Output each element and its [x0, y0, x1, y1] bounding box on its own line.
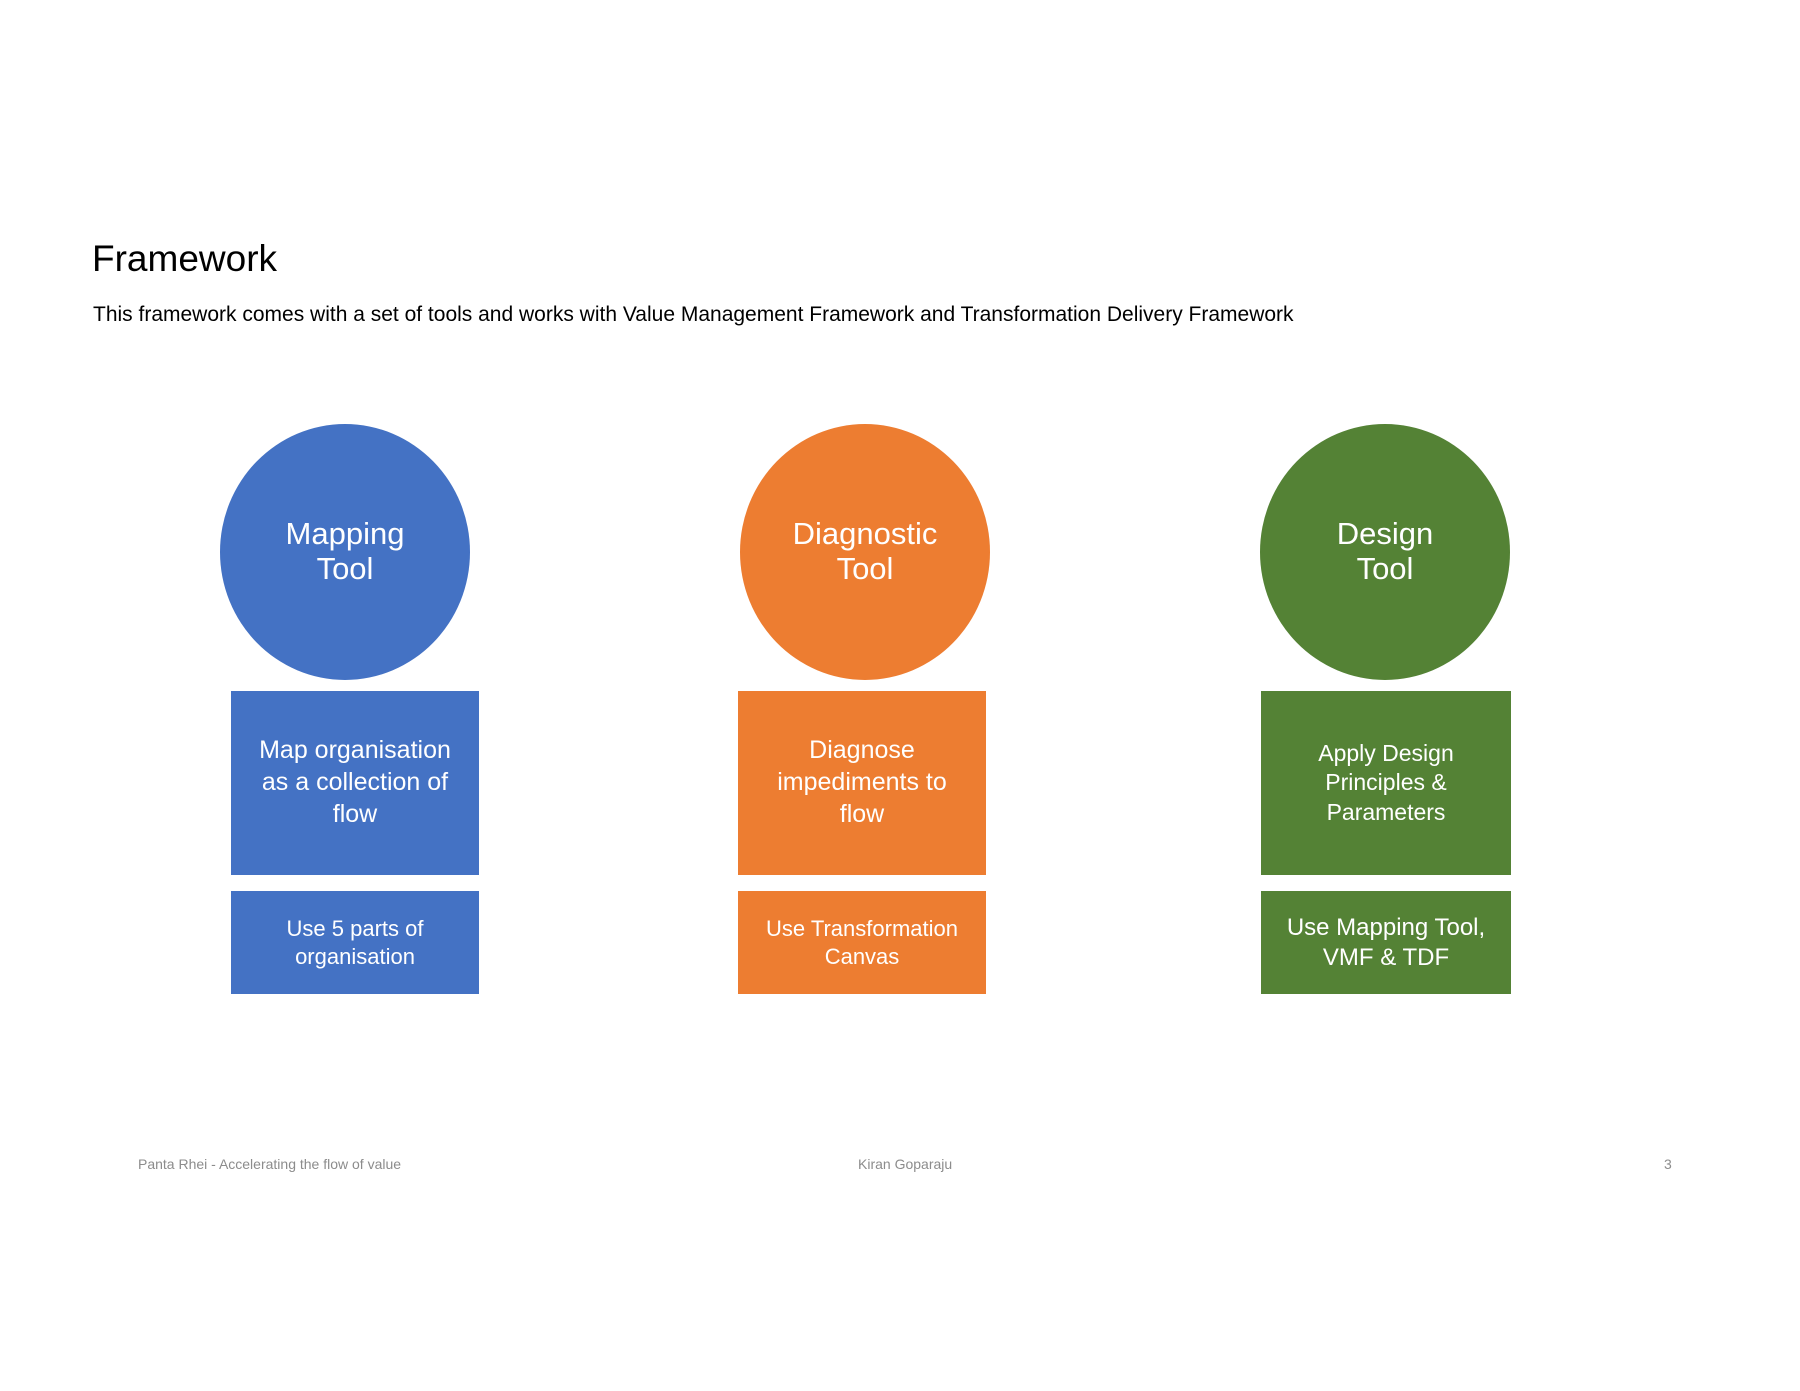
- mapping-tool-method: Use 5 parts of organisation: [231, 891, 479, 994]
- diagnostic-tool-label-line1: Diagnostic: [792, 516, 938, 552]
- footer-page-number: 3: [1664, 1156, 1672, 1172]
- diagnostic-tool-description: Diagnose impediments to flow: [738, 691, 986, 875]
- diagnostic-tool-method-text: Use Transformation Canvas: [766, 916, 958, 969]
- design-tool-description-text: Apply Design Principles & Parameters: [1318, 740, 1454, 825]
- design-tool-label-line2: Tool: [1356, 551, 1414, 586]
- diagnostic-tool-method: Use Transformation Canvas: [738, 891, 986, 994]
- diagnostic-tool-label-line2: Tool: [836, 551, 894, 586]
- mapping-tool-circle: Mapping Tool: [220, 424, 470, 680]
- design-tool-label-line1: Design: [1336, 516, 1434, 552]
- design-tool-circle: Design Tool: [1260, 424, 1510, 680]
- design-tool-method-text: Use Mapping Tool, VMF & TDF: [1286, 913, 1486, 971]
- footer-author: Kiran Goparaju: [858, 1156, 953, 1172]
- slide-subtitle: This framework comes with a set of tools…: [93, 303, 1294, 326]
- mapping-tool-method-text: Use 5 parts of organisation: [286, 916, 424, 969]
- mapping-tool-description: Map organisation as a collection of flow: [231, 691, 479, 875]
- design-tool-method: Use Mapping Tool, VMF & TDF: [1261, 891, 1511, 994]
- mapping-tool-description-text: Map organisation as a collection of flow: [259, 736, 451, 828]
- diagnostic-tool-description-text: Diagnose impediments to flow: [777, 736, 947, 828]
- slide-title: Framework: [92, 238, 278, 279]
- mapping-tool-label-line1: Mapping: [285, 516, 405, 552]
- diagnostic-tool-circle: Diagnostic Tool: [740, 424, 990, 680]
- footer-left: Panta Rhei - Accelerating the flow of va…: [138, 1156, 402, 1172]
- design-tool-description: Apply Design Principles & Parameters: [1261, 691, 1511, 875]
- mapping-tool-label-line2: Tool: [316, 551, 374, 586]
